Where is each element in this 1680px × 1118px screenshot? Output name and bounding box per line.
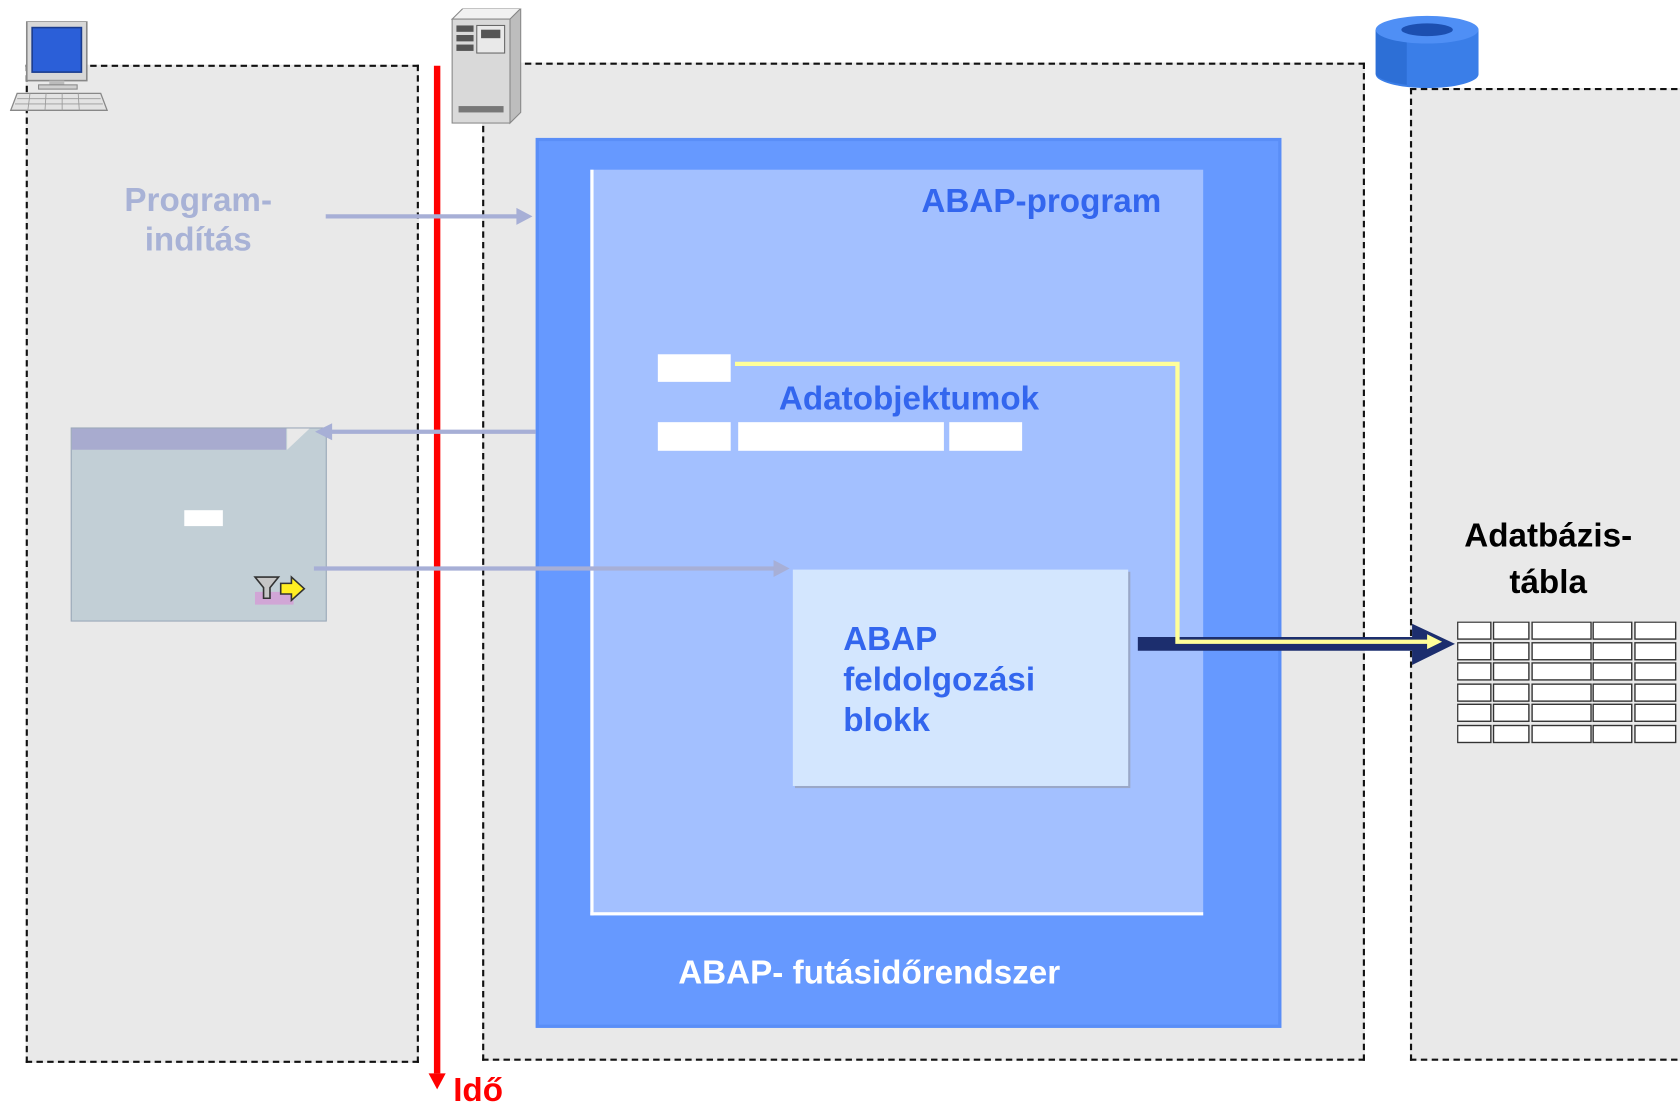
processing-block-label-line1: ABAP bbox=[843, 620, 938, 658]
data-object-box bbox=[738, 422, 944, 451]
database-cylinder-icon bbox=[1375, 15, 1480, 91]
time-axis-arrowhead bbox=[428, 1073, 446, 1090]
abap-program bbox=[590, 169, 1204, 916]
abap-program-label: ABAP-program bbox=[921, 182, 1162, 220]
db-table-label: Adatbázis- tábla bbox=[1446, 512, 1650, 605]
database-zone bbox=[1409, 88, 1680, 1061]
filter-arrow-event-icon bbox=[253, 575, 307, 607]
data-object-box bbox=[657, 354, 731, 382]
screen-corner bbox=[287, 428, 310, 450]
time-axis-label: Idő bbox=[453, 1071, 504, 1109]
processing-block-label-line2: feldolgozási bbox=[843, 660, 1036, 698]
abap-processing-block bbox=[792, 569, 1129, 786]
program-start-label-line1: Program- bbox=[124, 181, 273, 219]
program-start-label: Program- indítás bbox=[123, 180, 273, 258]
data-object-box bbox=[949, 422, 1023, 451]
data-flow-line bbox=[734, 361, 1432, 644]
desktop-computer-icon bbox=[9, 20, 110, 112]
processing-block-label-line3: blokk bbox=[843, 701, 930, 739]
program-start-label-line2: indítás bbox=[144, 220, 252, 258]
server-tower-icon bbox=[450, 7, 523, 125]
processing-block-label: ABAP feldolgozási blokk bbox=[843, 619, 1035, 740]
screen-titlebar bbox=[71, 428, 287, 450]
table-grid-icon bbox=[1456, 621, 1677, 745]
screen-field bbox=[184, 510, 223, 527]
db-table-label-line1: Adatbázis- bbox=[1464, 516, 1633, 554]
data-object-box bbox=[657, 422, 731, 451]
db-table-label-line2: tábla bbox=[1509, 563, 1587, 601]
runtime-system-label: ABAP- futásidőrendszer bbox=[678, 953, 1061, 991]
data-objects-label: Adatobjektumok bbox=[778, 379, 1040, 417]
